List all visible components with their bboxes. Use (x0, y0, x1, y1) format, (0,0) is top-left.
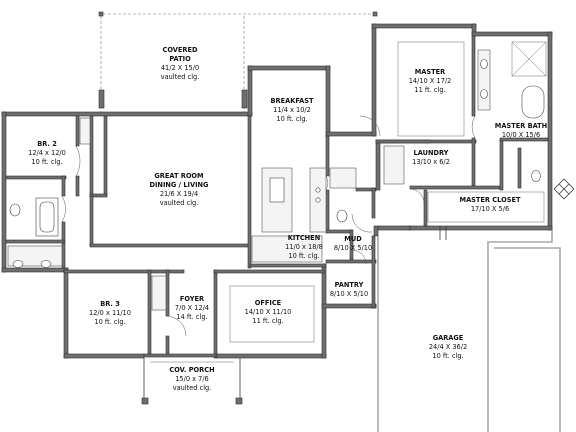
master-closet-dim: 17/10 X 5/6 (471, 205, 509, 213)
great-room-clg: vaulted clg. (160, 199, 199, 207)
breakfast-dim: 11/4 x 10/2 (273, 106, 311, 114)
room-labels: COVERED PATIO 41/2 X 15/0 vaulted clg. M… (28, 46, 547, 392)
pantry-dim: 8/10 X 5/10 (330, 290, 368, 298)
office-dim: 14/10 X 11/10 (245, 308, 292, 316)
cov-porch-outline (141, 353, 243, 405)
toilet-icon (9, 203, 21, 217)
covered-patio-name-1: COVERED (163, 46, 198, 54)
laundry-dim: 13/10 x 6/2 (412, 158, 450, 166)
covered-patio-clg: vaulted clg. (161, 73, 200, 81)
br2-name: BR. 2 (37, 140, 57, 148)
great-room-name-1: GREAT ROOM (154, 172, 203, 180)
cov-porch-clg: vaulted clg. (173, 384, 212, 392)
x-in-box-icon (553, 178, 575, 200)
cov-porch-name: COV. PORCH (169, 366, 214, 374)
bathtub-icon (521, 85, 545, 119)
garage-outline (377, 230, 561, 432)
interior-walls (5, 35, 549, 359)
doors (61, 115, 476, 337)
master-dim: 14/10 X 17/2 (409, 77, 452, 85)
covered-patio-outline (98, 11, 378, 112)
foyer-name: FOYER (180, 295, 204, 303)
exterior-walls (1, 23, 553, 359)
laundry-name: LAUNDRY (414, 149, 449, 157)
kitchen-name: KITCHEN (288, 234, 320, 242)
br3-dim: 12/0 x 11/10 (89, 309, 131, 317)
cov-porch-dim: 15/0 x 7/6 (175, 375, 209, 383)
foyer-clg: 14 ft. clg. (176, 313, 207, 321)
mud-dim: 8/10 X 5/10 (334, 244, 372, 252)
garage-name: GARAGE (433, 334, 464, 342)
master-name: MASTER (415, 68, 446, 76)
ceiling-details (229, 41, 545, 343)
sink-icon (269, 177, 285, 203)
master-clg: 11 ft. clg. (414, 86, 445, 94)
master-bath-dim: 10/0 X 15/6 (502, 131, 540, 139)
mud-name: MUD (344, 235, 362, 243)
breakfast-name: BREAKFAST (271, 97, 314, 105)
kitchen-clg: 10 ft. clg. (288, 252, 319, 260)
garage-clg: 10 ft. clg. (432, 352, 463, 360)
br2-clg: 10 ft. clg. (31, 158, 62, 166)
master-bath-name: MASTER BATH (495, 122, 547, 130)
br3-clg: 10 ft. clg. (94, 318, 125, 326)
kitchen-dim: 11/0 x 18/8 (285, 243, 323, 251)
foyer-dim: 7/0 X 12/4 (175, 304, 209, 312)
office-clg: 11 ft. clg. (252, 317, 283, 325)
breakfast-clg: 10 ft. clg. (276, 115, 307, 123)
covered-patio-name-2: PATIO (169, 55, 191, 63)
great-room-dim: 21/6 X 19/4 (160, 190, 198, 198)
fixtures (7, 41, 547, 311)
br3-name: BR. 3 (100, 300, 120, 308)
garage-dim: 24/4 X 36/2 (429, 343, 467, 351)
br2-dim: 12/4 x 12/0 (28, 149, 66, 157)
great-room-name-2: DINING / LIVING (150, 181, 209, 189)
office-name: OFFICE (255, 299, 282, 307)
pantry-name: PANTRY (335, 281, 364, 289)
master-closet-name: MASTER CLOSET (460, 196, 521, 204)
covered-patio-dim: 41/2 X 15/0 (161, 64, 199, 72)
